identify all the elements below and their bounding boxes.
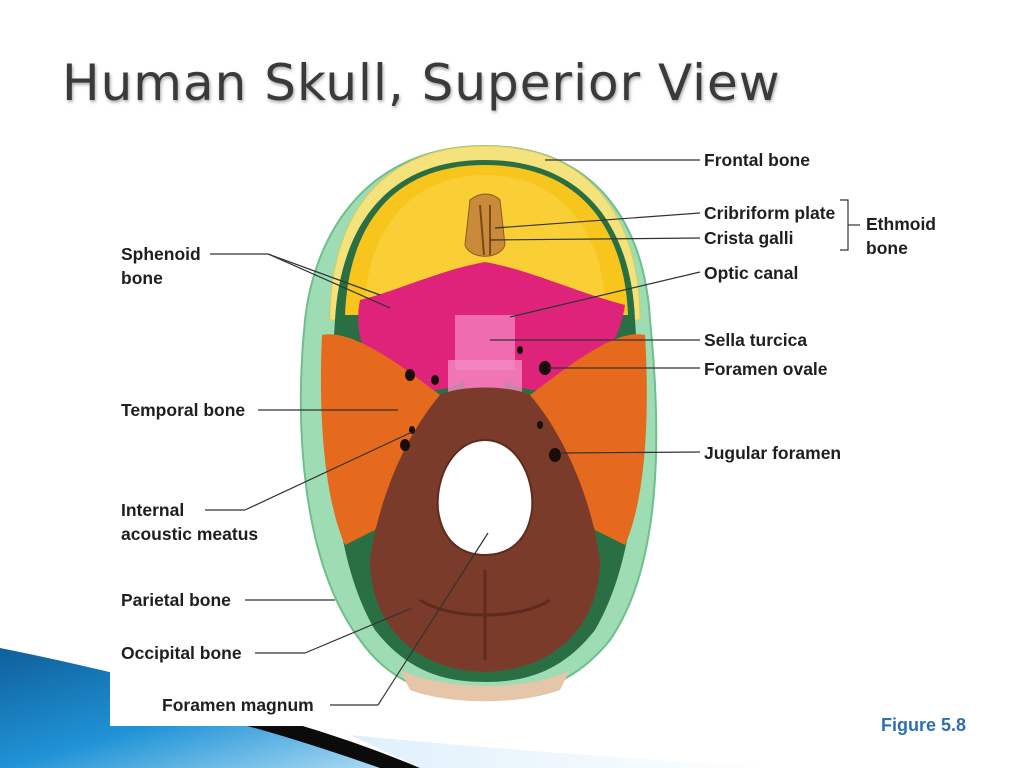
label-frontal-bone: Frontal bone	[704, 150, 810, 170]
label-jugular-foramen: Jugular foramen	[704, 443, 842, 463]
label-foramen-ovale: Foramen ovale	[704, 359, 828, 379]
label-internal-line2: acoustic meatus	[121, 524, 259, 544]
foramen-magnum-shape	[436, 438, 534, 557]
label-foramen-magnum: Foramen magnum	[162, 695, 314, 715]
label-ethmoid-line2: bone	[866, 238, 908, 258]
leader-lines	[205, 159, 860, 706]
label-sphenoid-line2: bone	[121, 268, 163, 288]
sella-turcica-shape	[455, 315, 515, 370]
temporal-bone-left-shape	[320, 334, 440, 545]
sella-base	[448, 360, 522, 392]
ethmoid-bone-shape	[464, 193, 506, 257]
occipital-ring-shape	[400, 670, 570, 702]
label-crista-galli: Crista galli	[704, 228, 794, 248]
label-ethmoid-line1: Ethmoid	[866, 214, 936, 234]
label-optic-canal: Optic canal	[704, 263, 799, 283]
figure-credit: Figure 5.8	[881, 715, 967, 735]
label-sphenoid-line1: Sphenoid	[121, 244, 201, 264]
label-internal-line1: Internal	[121, 500, 185, 520]
foramina-dots	[400, 346, 561, 462]
slide-title: Human Skull, Superior View	[62, 54, 781, 112]
label-cribriform-plate: Cribriform plate	[704, 203, 836, 223]
temporal-bone-right-shape	[530, 334, 647, 545]
label-parietal-bone: Parietal bone	[121, 590, 231, 610]
label-temporal-bone: Temporal bone	[121, 400, 246, 420]
crista-galli-ridge	[479, 204, 491, 256]
label-sella-turcica: Sella turcica	[704, 330, 808, 350]
label-occipital-bone: Occipital bone	[121, 643, 242, 663]
